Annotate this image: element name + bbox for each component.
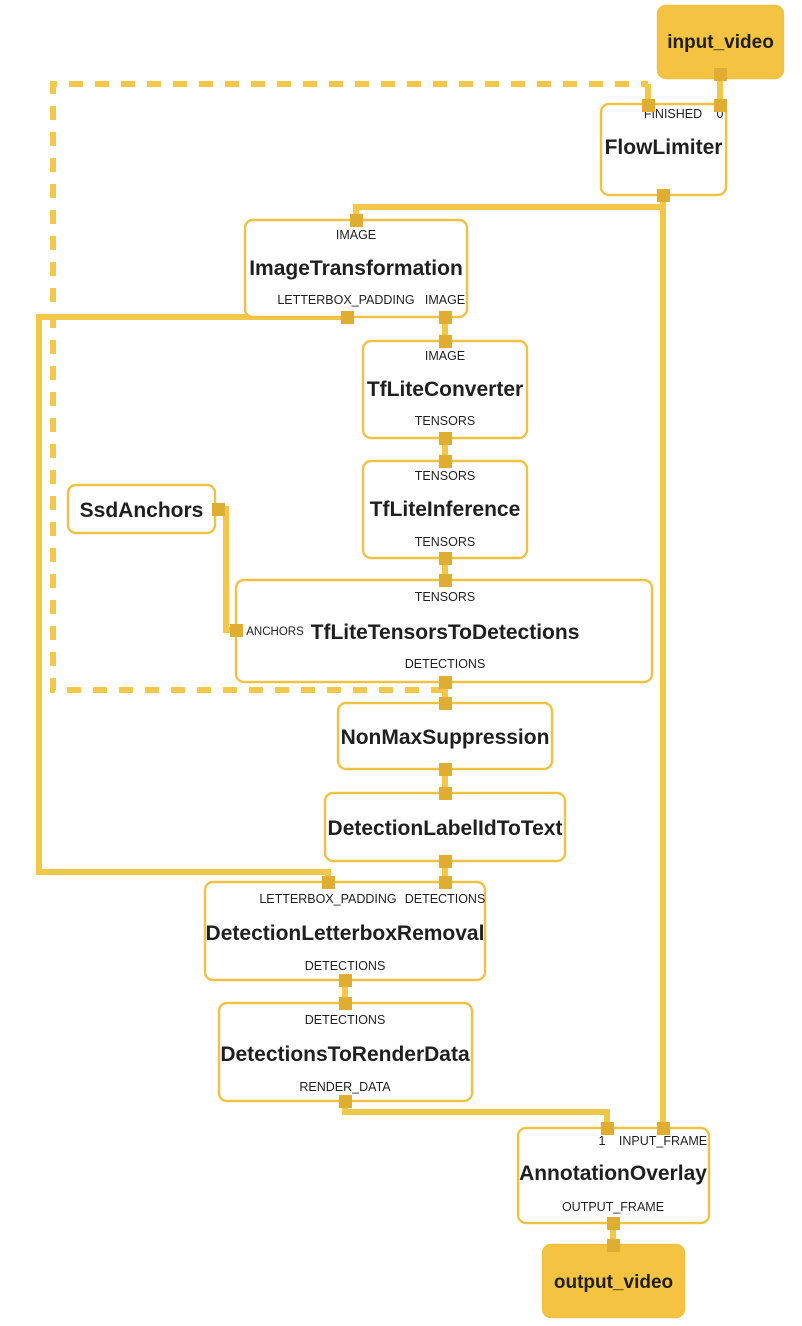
- edge-detections-to-flowlimiter-finished: [50, 81, 648, 693]
- node-input-video[interactable]: input_video: [656, 4, 785, 81]
- dlr-letterbox-padding-in-label: LETTERBOX_PADDING: [259, 892, 396, 906]
- tflite-inference-input-port[interactable]: [439, 455, 452, 468]
- ttd-tensors-input-port[interactable]: [439, 574, 452, 587]
- image-transformation-letterbox-padding-port[interactable]: [341, 311, 354, 324]
- node-non-max-suppression[interactable]: NonMaxSuppression: [336, 697, 554, 776]
- ao-input-frame-in-label: INPUT_FRAME: [619, 1134, 707, 1148]
- dlr-detections-input-port[interactable]: [439, 876, 452, 889]
- node-output-video[interactable]: output_video: [541, 1239, 686, 1319]
- dlr-detections-output-port[interactable]: [339, 974, 352, 987]
- node-detection-letterbox-removal[interactable]: LETTERBOX_PADDING DETECTIONS DetectionLe…: [203, 876, 487, 987]
- ao-input-1-port[interactable]: [601, 1122, 614, 1135]
- node-image-transformation[interactable]: IMAGE ImageTransformation LETTERBOX_PADD…: [243, 214, 469, 324]
- ao-output-frame-out-label: OUTPUT_FRAME: [562, 1200, 664, 1214]
- dtrd-render-data-out-label: RENDER_DATA: [299, 1080, 391, 1094]
- tflite-inference-tensors-out-label: TENSORS: [415, 535, 475, 549]
- ssd-anchors-title: SsdAnchors: [80, 499, 204, 522]
- node-tflite-converter[interactable]: IMAGE TfLiteConverter TENSORS: [361, 335, 529, 445]
- dlr-detections-in-label: DETECTIONS: [405, 892, 486, 906]
- tflite-inference-tensors-in-label: TENSORS: [415, 469, 475, 483]
- output-video-label: output_video: [554, 1272, 673, 1293]
- ttd-detections-out-label: DETECTIONS: [405, 657, 486, 671]
- tflite-inference-title: TfLiteInference: [370, 498, 521, 521]
- flow-limiter-finished-port[interactable]: [642, 99, 655, 112]
- annotation-overlay-title: AnnotationOverlay: [519, 1162, 707, 1185]
- flow-limiter-zero-label: 0: [717, 107, 724, 121]
- detection-label-id-to-text-input-port[interactable]: [439, 787, 452, 800]
- non-max-suppression-input-port[interactable]: [439, 697, 452, 710]
- tflite-converter-image-in-label: IMAGE: [425, 349, 465, 363]
- tflite-inference-output-port[interactable]: [439, 552, 452, 565]
- dlr-detections-out-label: DETECTIONS: [305, 959, 386, 973]
- dlr-letterbox-padding-input-port[interactable]: [322, 876, 335, 889]
- dtrd-detections-input-port[interactable]: [339, 997, 352, 1010]
- detection-label-id-to-text-title: DetectionLabelIdToText: [328, 817, 563, 840]
- detection-label-id-to-text-output-port[interactable]: [439, 855, 452, 868]
- node-detection-label-id-to-text[interactable]: DetectionLabelIdToText: [323, 787, 567, 868]
- image-transformation-image-in-label: IMAGE: [336, 228, 376, 242]
- flow-limiter-title: FlowLimiter: [605, 136, 723, 159]
- tflite-converter-tensors-out-label: TENSORS: [415, 414, 475, 428]
- node-annotation-overlay[interactable]: 1 INPUT_FRAME AnnotationOverlay OUTPUT_F…: [516, 1122, 711, 1230]
- ttd-anchors-in-label: ANCHORS: [246, 626, 304, 638]
- flow-limiter-finished-label: FINISHED: [644, 107, 702, 121]
- ao-one-in-label: 1: [599, 1134, 606, 1148]
- node-tflite-inference[interactable]: TENSORS TfLiteInference TENSORS: [361, 455, 529, 565]
- dtrd-detections-in-label: DETECTIONS: [305, 1013, 386, 1027]
- tflite-converter-input-port[interactable]: [439, 335, 452, 348]
- image-transformation-letterbox-padding-label: LETTERBOX_PADDING: [277, 293, 414, 307]
- node-tflite-tensors-to-detections[interactable]: TENSORS ANCHORS TfLiteTensorsToDetection…: [230, 574, 654, 689]
- flow-limiter-input-0-port[interactable]: [714, 99, 727, 112]
- ao-output-frame-port[interactable]: [607, 1217, 620, 1230]
- output-video-input-port[interactable]: [607, 1239, 620, 1252]
- dtrd-render-data-output-port[interactable]: [339, 1095, 352, 1108]
- tflite-converter-output-port[interactable]: [439, 432, 452, 445]
- ttd-title: TfLiteTensorsToDetections: [311, 621, 580, 644]
- ttd-tensors-in-label: TENSORS: [415, 590, 475, 604]
- image-transformation-image-out-label: IMAGE: [425, 293, 465, 307]
- node-detections-to-render-data[interactable]: DETECTIONS DetectionsToRenderData RENDER…: [217, 997, 474, 1108]
- node-ssd-anchors[interactable]: SsdAnchors: [66, 483, 225, 535]
- ttd-anchors-input-port[interactable]: [230, 624, 243, 637]
- node-flow-limiter[interactable]: FINISHED 0 FlowLimiter: [599, 99, 728, 202]
- image-transformation-title: ImageTransformation: [249, 257, 463, 280]
- non-max-suppression-title: NonMaxSuppression: [341, 726, 550, 749]
- input-video-output-port[interactable]: [714, 68, 727, 81]
- flow-limiter-output-port[interactable]: [657, 189, 670, 202]
- ao-input-frame-port[interactable]: [657, 1122, 670, 1135]
- image-transformation-image-output-port[interactable]: [439, 311, 452, 324]
- image-transformation-image-input-port[interactable]: [350, 214, 363, 227]
- tflite-converter-title: TfLiteConverter: [367, 378, 523, 401]
- ssd-anchors-output-port[interactable]: [212, 503, 225, 516]
- input-video-label: input_video: [667, 32, 774, 53]
- non-max-suppression-output-port[interactable]: [439, 763, 452, 776]
- detection-letterbox-removal-title: DetectionLetterboxRemoval: [206, 922, 485, 945]
- detections-to-render-data-title: DetectionsToRenderData: [220, 1043, 470, 1066]
- ttd-detections-output-port[interactable]: [439, 676, 452, 689]
